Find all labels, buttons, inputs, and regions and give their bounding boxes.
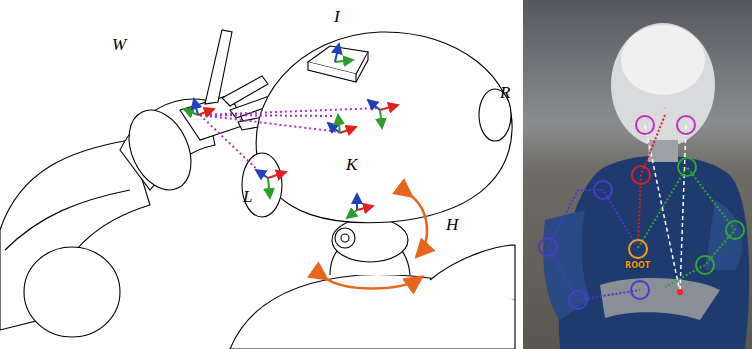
frame-label: R — [500, 84, 510, 101]
frame-label: H — [446, 216, 458, 233]
frame-label: K — [346, 156, 357, 173]
frame-label: I — [334, 8, 340, 25]
root-joint: ROOT — [625, 238, 650, 270]
node-label: ROOT — [625, 262, 650, 270]
frame-label: W — [112, 36, 126, 53]
joint-circle — [627, 238, 649, 260]
frame-label: L — [243, 188, 252, 205]
